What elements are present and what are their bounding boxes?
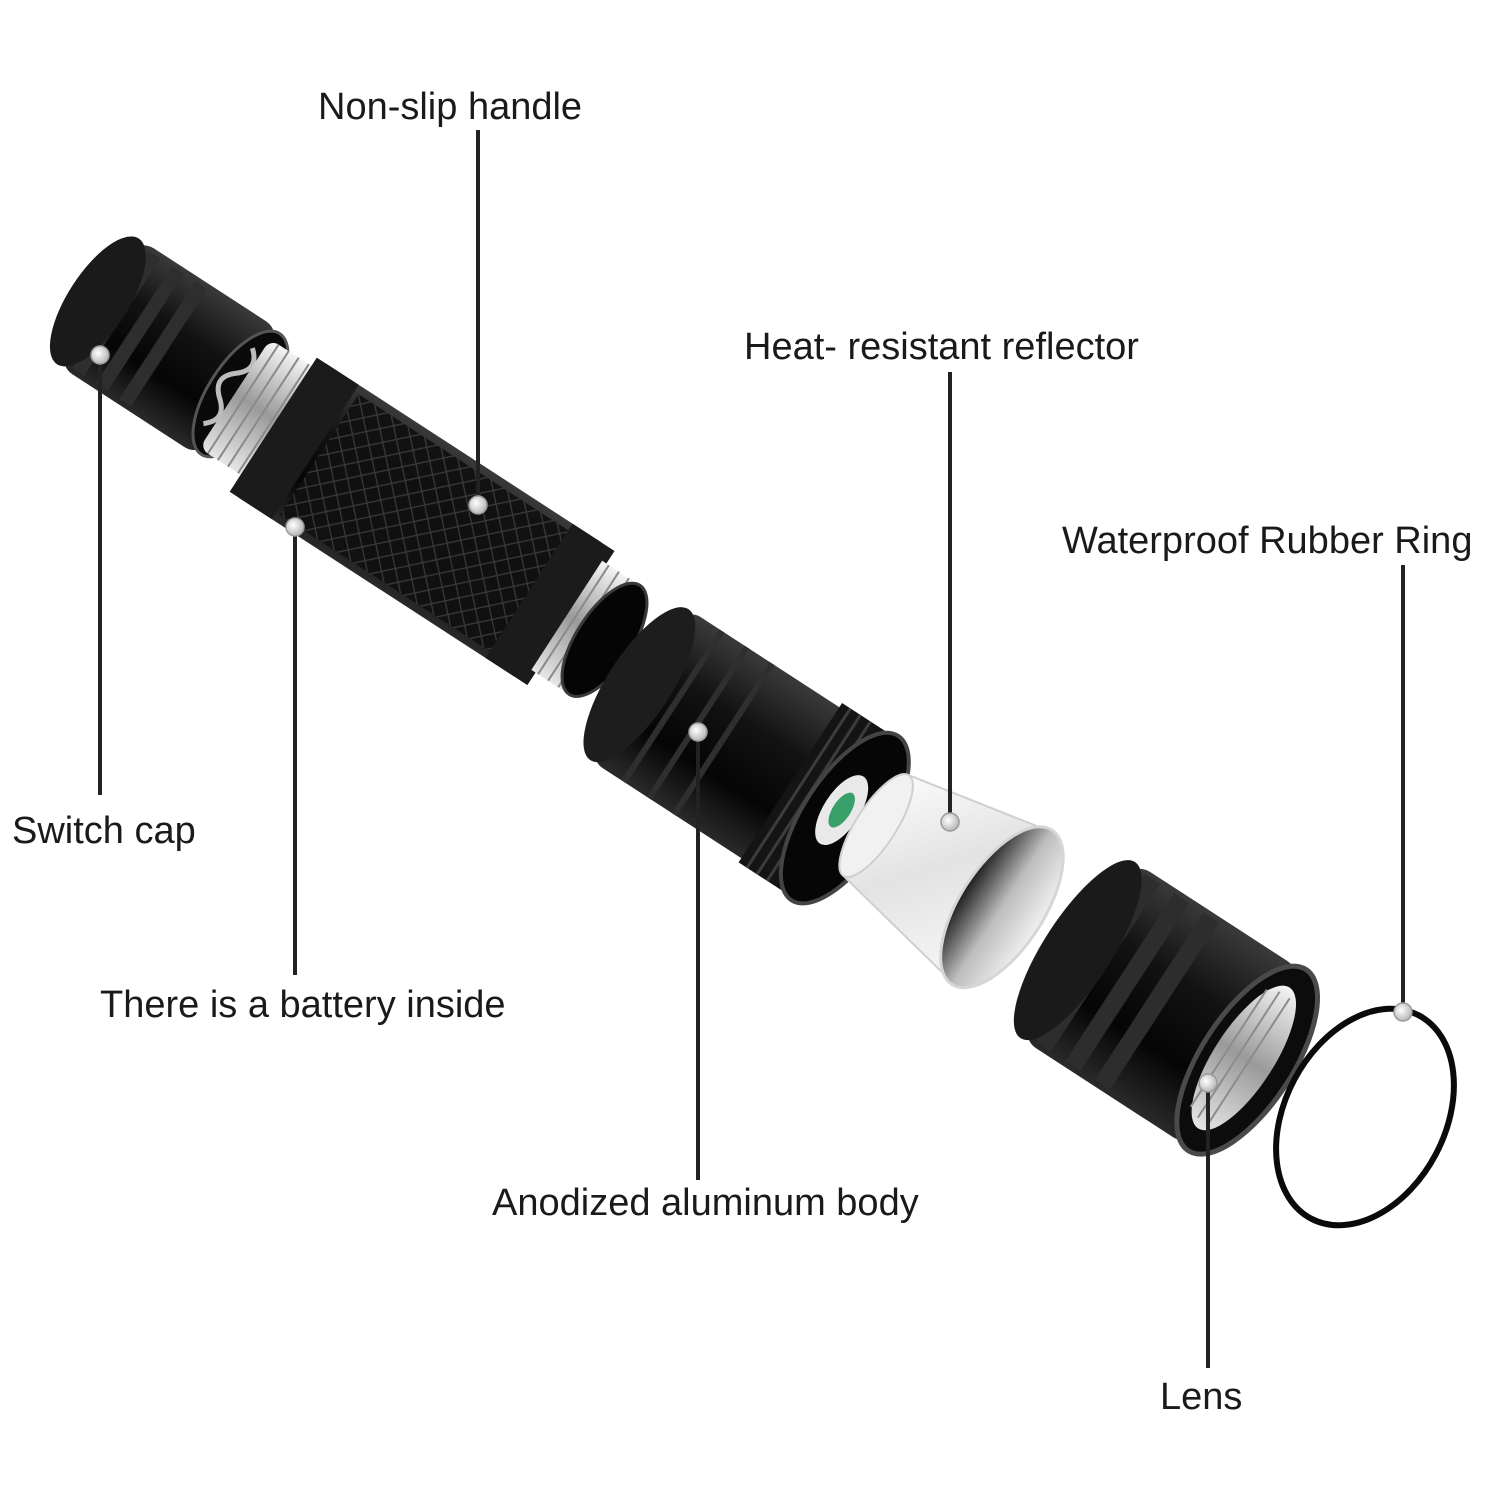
label-lens: Lens [1160,1376,1243,1418]
leader-lines [98,130,1405,1368]
tail-thread-ring [203,342,317,478]
dot-rubber-ring [1393,1002,1413,1022]
bezel-lens-cap [1013,860,1321,1157]
label-non-slip-handle: Non-slip handle [318,86,583,128]
dot-battery [285,517,305,537]
head-body [583,607,911,906]
rubber-o-ring [1273,1005,1457,1229]
label-switch-cap: Switch cap [12,810,196,852]
dot-switch-cap [90,345,110,365]
label-anodized-aluminum-body: Anodized aluminum body [492,1182,919,1224]
dot-anodized-body [688,722,708,742]
dot-lens [1198,1073,1218,1093]
reflector-part [838,773,1065,990]
label-heat-resistant-reflector: Heat- resistant reflector [744,326,1139,368]
label-battery-inside: There is a battery inside [100,984,506,1026]
dot-reflector [940,812,960,832]
label-waterproof-rubber-ring: Waterproof Rubber Ring [1062,520,1473,562]
dot-non-slip-handle [468,495,488,515]
handle-tube [229,357,649,698]
pointer-dots [90,345,1413,1093]
